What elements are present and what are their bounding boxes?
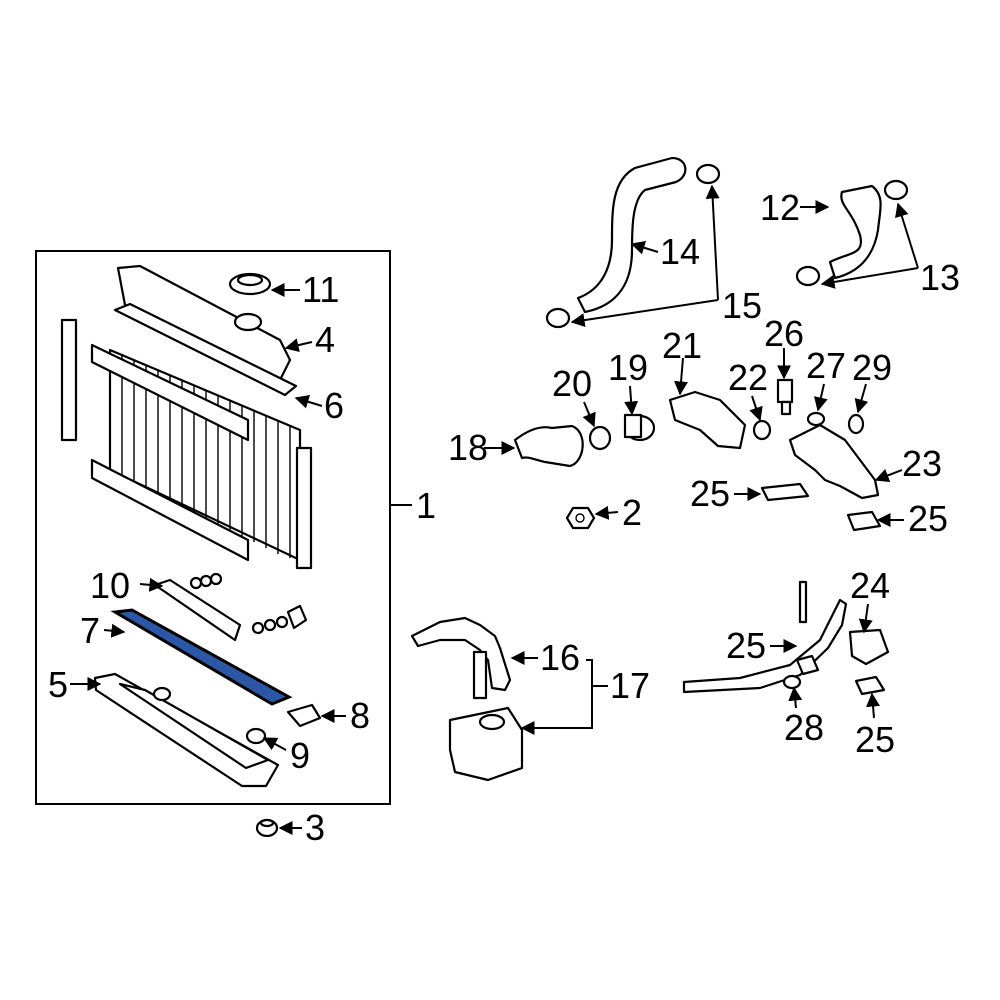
callout-25-c: 25: [726, 625, 766, 666]
radiator-support-cushion[interactable]: [255, 818, 279, 838]
upper-radiator-hose[interactable]: [576, 156, 687, 314]
callout-28: 28: [784, 707, 824, 748]
callout-29: 29: [852, 347, 892, 388]
callout-4: 4: [315, 319, 335, 360]
water-outlet[interactable]: [788, 423, 880, 500]
radiator-assembly-box: [35, 250, 391, 805]
callout-22: 22: [728, 357, 768, 398]
callout-1: 1: [416, 485, 436, 526]
callout-13: 13: [920, 257, 960, 298]
lower-tank-seal-highlighted[interactable]: [110, 608, 293, 706]
drain-plug-grommet[interactable]: [245, 727, 267, 745]
water-inlet[interactable]: [513, 424, 584, 468]
upper-tank-gasket[interactable]: [113, 302, 298, 397]
callout-8: 8: [350, 695, 370, 736]
callout-26: 26: [764, 313, 804, 354]
inlet-gasket[interactable]: [588, 425, 612, 451]
callout-21: 21: [662, 325, 702, 366]
callout-18: 18: [448, 427, 488, 468]
radiator-cap[interactable]: [228, 272, 272, 296]
reservoir-tube[interactable]: [472, 650, 488, 700]
thermostat[interactable]: [623, 413, 656, 442]
coolant-reservoir[interactable]: [448, 706, 524, 782]
o-ring[interactable]: [847, 413, 865, 435]
callout-24: 24: [850, 565, 890, 606]
oil-cooler[interactable]: [153, 572, 308, 642]
filler-neck[interactable]: [233, 312, 263, 332]
hose-clamps[interactable]: [545, 163, 909, 329]
pipe-gasket-a[interactable]: [795, 654, 820, 676]
callout-23: 23: [902, 443, 942, 484]
callout-14: 14: [660, 231, 700, 272]
lower-radiator-hose[interactable]: [828, 184, 882, 280]
sensor-gasket[interactable]: [806, 411, 826, 427]
callout-27: 27: [806, 345, 846, 386]
pipe-stem[interactable]: [798, 580, 808, 624]
gasket-b[interactable]: [846, 510, 882, 532]
callout-25-d: 25: [855, 719, 895, 760]
pipe-gasket-b[interactable]: [854, 675, 886, 696]
callout-17: 17: [610, 665, 650, 706]
callout-2: 2: [622, 492, 642, 533]
callout-10: 10: [90, 565, 130, 606]
reservoir-hose[interactable]: [410, 616, 512, 692]
callout-6: 6: [324, 385, 344, 426]
callout-25-b: 25: [908, 498, 948, 539]
leader-lines: [70, 184, 919, 835]
callout-5: 5: [48, 664, 68, 705]
callout-7: 7: [80, 610, 100, 651]
gasket-a[interactable]: [760, 482, 810, 502]
callout-9: 9: [290, 735, 310, 776]
callout-20: 20: [552, 363, 592, 404]
callout-15: 15: [722, 285, 762, 326]
temperature-sensor[interactable]: [776, 378, 794, 416]
lower-rail[interactable]: [90, 458, 250, 562]
callout-12: 12: [760, 187, 800, 228]
bracket[interactable]: [286, 703, 322, 728]
callout-19: 19: [608, 347, 648, 388]
callout-3: 3: [305, 807, 325, 848]
callout-25-a: 25: [690, 473, 730, 514]
thermostat-housing[interactable]: [668, 390, 747, 450]
pipe-flange[interactable]: [848, 628, 890, 666]
upper-tank[interactable]: [90, 264, 292, 442]
callout-16: 16: [540, 637, 580, 678]
callout-labels: 1 2 3 4 5 6 7 8 9 10 11 12 13 14 15 16 1…: [48, 187, 960, 848]
nut[interactable]: [565, 506, 596, 530]
callout-11: 11: [302, 269, 339, 310]
housing-gasket[interactable]: [752, 419, 772, 441]
left-side-seal[interactable]: [60, 318, 78, 442]
right-side-seal[interactable]: [295, 446, 313, 570]
lower-tank[interactable]: [93, 672, 280, 788]
pipe-o-ring[interactable]: [782, 674, 802, 690]
